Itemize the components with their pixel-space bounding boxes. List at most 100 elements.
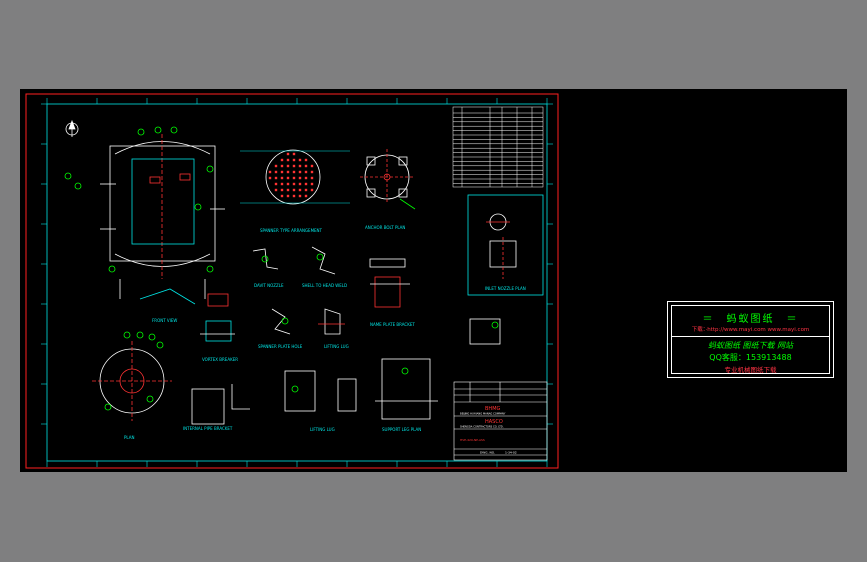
company-2-sub: SHENGDA CONTRACTORS CO. LTD. <box>460 425 504 429</box>
grid-hole <box>286 170 290 174</box>
grid-hole <box>274 164 278 168</box>
grid-hole <box>292 176 296 180</box>
cyan-drawing-frame <box>46 103 548 462</box>
inlet-nozzle-view <box>467 194 544 296</box>
plan-view-label: PLAN <box>124 435 134 440</box>
grid-hole <box>310 170 314 174</box>
plan-view <box>92 341 172 421</box>
vortex-breaker-label: VORTEX BREAKER <box>202 357 238 362</box>
red-sheet-border <box>25 93 559 469</box>
grid-hole <box>298 194 302 198</box>
drawing-title: HVP-420-NP-ASS <box>460 438 485 442</box>
north-arrow-icon <box>65 119 79 137</box>
grid-hole <box>298 188 302 192</box>
support-leg-detail <box>375 358 438 420</box>
lifting-lug-label-1: LIFTING LUG <box>324 344 349 349</box>
grid-hole <box>304 158 308 162</box>
internal-pipe-detail <box>191 384 250 425</box>
davit-nozzle-detail <box>252 248 279 270</box>
watermark-note: 专业机械图纸下载 <box>724 366 777 374</box>
davit-nozzle-label: DAVIT NOZZLE <box>254 283 284 288</box>
spanner-arrangement-label: SPANNER TYPE ARRANGEMENT <box>260 228 323 233</box>
watermark-box: ＝ 蚂蚁图纸 ＝ 下载：·http://www.mayi.com www.may… <box>667 301 834 378</box>
grid-hole <box>286 188 290 192</box>
grid-hole <box>292 170 296 174</box>
grid-hole <box>292 182 296 186</box>
shell-to-head-label: SHELL TO HEAD WELD <box>302 283 347 288</box>
grid-hole <box>274 188 278 192</box>
grid-hole <box>280 182 284 186</box>
vortex-breaker-detail <box>200 293 235 342</box>
front-view-label: FRONT VIEW <box>152 318 177 323</box>
spanner-plate-detail <box>271 308 291 335</box>
spanner-arrangement-view <box>240 149 350 205</box>
anchor-bolt-label: ANCHOR BOLT PLAN <box>365 225 405 230</box>
lifting-lug-label-2: LIFTING LUG <box>310 427 335 432</box>
grid-hole <box>304 164 308 168</box>
internal-pipe-label: INTERNAL PIPE BRACKET <box>183 426 233 431</box>
grid-hole <box>280 170 284 174</box>
grid-hole <box>292 194 296 198</box>
name-plate-label: NAME PLATE BRACKET <box>370 322 415 327</box>
watermark-link[interactable]: 下载：·http://www.mayi.com www.mayi.com <box>691 327 810 333</box>
grid-hole <box>286 164 290 168</box>
front-view-vessel <box>100 134 225 305</box>
grid-hole <box>274 182 278 186</box>
grid-hole <box>286 176 290 180</box>
grid-hole <box>286 152 290 156</box>
grid-hole <box>286 182 290 186</box>
grid-hole <box>286 158 290 162</box>
grid-hole <box>280 164 284 168</box>
grid-hole <box>304 182 308 186</box>
grid-hole <box>292 158 296 162</box>
cad-viewport[interactable]: FRONT VIEW SPANNER TYPE ARRANGEMENT ANCH… <box>20 89 847 472</box>
grid-hole <box>310 164 314 168</box>
grid-hole <box>298 182 302 186</box>
watermark-title: ＝ 蚂蚁图纸 ＝ <box>702 314 799 325</box>
grid-hole <box>292 164 296 168</box>
grid-hole <box>310 188 314 192</box>
watermark-slogan: 蚂蚁图纸 图纸下载 网站 <box>707 341 794 350</box>
spanner-plate-label: SPANNER PLATE HOLE <box>258 344 303 349</box>
company-2-name: HASCO <box>485 419 503 425</box>
lifting-lug-detail-1 <box>318 308 345 335</box>
support-leg-label: SUPPORT LEG PLAN <box>382 427 421 432</box>
grid-hole <box>304 194 308 198</box>
nozzle-schedule-table <box>452 106 544 188</box>
grid-hole <box>274 176 278 180</box>
dwg-no-label: DWG. NO. <box>480 451 495 455</box>
grid-hole <box>304 176 308 180</box>
title-block <box>453 381 548 461</box>
grid-hole <box>280 194 284 198</box>
grid-hole <box>268 170 272 174</box>
grid-hole <box>274 170 278 174</box>
grid-hole <box>292 152 296 156</box>
grid-hole <box>268 176 272 180</box>
grid-hole <box>280 176 284 180</box>
grid-hole <box>310 182 314 186</box>
grid-hole <box>280 158 284 162</box>
plan-view-balloons <box>104 331 164 411</box>
cad-drawing-sheet: FRONT VIEW SPANNER TYPE ARRANGEMENT ANCH… <box>25 93 559 469</box>
grid-holes <box>268 152 314 198</box>
front-view-balloons <box>64 126 214 273</box>
company-1-sub: BEIJING HUAYANG MANAG COMPANY <box>460 412 506 416</box>
watermark-divider <box>672 336 829 337</box>
grid-hole <box>304 170 308 174</box>
company-1-name: BHMG <box>485 406 501 412</box>
grid-hole <box>280 188 284 192</box>
inlet-nozzle-label: INLET NOZZLE PLAN <box>485 286 526 291</box>
anchor-bolt-view <box>360 149 416 210</box>
grid-hole <box>298 170 302 174</box>
watermark-inner-border: ＝ 蚂蚁图纸 ＝ 下载：·http://www.mayi.com www.may… <box>671 305 830 374</box>
frame-ticks <box>41 98 553 467</box>
grid-hole <box>286 194 290 198</box>
watermark-qq: QQ客服：153913488 <box>709 353 792 362</box>
small-detail-right <box>469 318 501 345</box>
dwg-no-value: 1-34-02 <box>505 451 517 455</box>
grid-hole <box>298 176 302 180</box>
shell-to-head-detail <box>311 246 336 275</box>
grid-hole <box>304 188 308 192</box>
lifting-lug-detail-2 <box>284 370 357 412</box>
grid-hole <box>310 176 314 180</box>
